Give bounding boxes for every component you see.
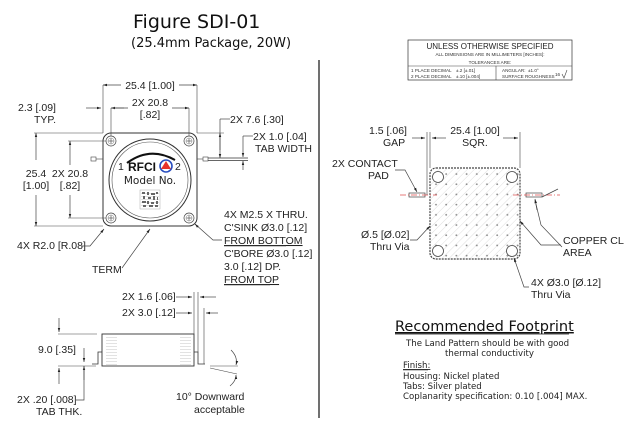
dim-tab-width-2: TAB WIDTH bbox=[255, 143, 312, 155]
dim-square-2: SQR. bbox=[462, 137, 488, 149]
dim-overall-height-1: 25.4 bbox=[26, 168, 47, 180]
dim-hole-spacing-x-2: [.82] bbox=[140, 109, 161, 121]
port-2-label: 2 bbox=[175, 161, 181, 173]
brand-logo-icon bbox=[159, 159, 173, 173]
dim-corner-radius: 4X R2.0 [R.08] bbox=[17, 240, 86, 252]
hole-note-line-2: C'SINK Ø3.0 [.12] bbox=[224, 222, 307, 234]
dim-hole-spacing-x-1: 2X 20.8 bbox=[132, 97, 168, 109]
dim-tab-width-1: 2X 1.0 [.04] bbox=[253, 131, 307, 143]
model-number-label: Model No. bbox=[124, 175, 176, 187]
tolerance-row-1-label: 1 PLACE DECIMAL bbox=[411, 68, 452, 73]
port-1-label: 1 bbox=[118, 161, 124, 173]
dim-tab-offset-2: TYP. bbox=[34, 114, 56, 126]
finish-label: Finish: bbox=[403, 361, 430, 371]
side-tab-left bbox=[92, 351, 102, 365]
surface-finish-icon bbox=[561, 69, 568, 79]
tolerance-row-1-value: ±.2 [±.01] bbox=[456, 68, 475, 73]
side-view: 2X 1.6 [.06] 2X 3.0 [.12] 9.0 [.35] 2X .… bbox=[17, 291, 245, 418]
footprint-note-2: thermal conductivity bbox=[445, 349, 534, 359]
dim-tab-thk-2: TAB THK. bbox=[36, 406, 82, 418]
footprint-view: 1.5 [.06] GAP 25.4 [1.00] SQR. 2X CONTAC… bbox=[332, 125, 624, 402]
dim-tab-offset-1: 2.3 [.09] bbox=[18, 102, 56, 114]
dim-angle-1: 10° Downward bbox=[176, 391, 245, 403]
tolerance-row-2-label: 2 PLACE DECIMAL bbox=[411, 74, 452, 79]
thread-right bbox=[180, 336, 191, 365]
housing-circle-inner bbox=[111, 141, 189, 219]
finish-item-coplanarity: Coplanarity specification: 0.10 [.004] M… bbox=[403, 392, 587, 402]
housing-circle-outer bbox=[108, 138, 192, 222]
small-via-label-1: Ø.5 [Ø.02] bbox=[361, 229, 410, 241]
dim-overall-height-2: [1.00] bbox=[23, 180, 49, 192]
title-block: UNLESS OTHERWISE SPECIFIED ALL DIMENSION… bbox=[407, 39, 573, 81]
small-via-label-2: Thru Via bbox=[370, 241, 410, 253]
footprint-title: Recommended Footprint bbox=[395, 319, 574, 335]
copper-clad-label-2: AREA bbox=[563, 247, 592, 259]
side-tab-right bbox=[194, 351, 205, 365]
contact-pad-label-1: 2X CONTACT bbox=[332, 158, 398, 170]
hole-note-line-3: FROM BOTTOM bbox=[224, 235, 303, 247]
dim-angle-2: acceptable bbox=[194, 404, 245, 416]
title-block-heading: UNLESS OTHERWISE SPECIFIED bbox=[427, 42, 554, 51]
dim-hole-spacing-y-1: 2X 20.8 bbox=[52, 168, 88, 180]
thru-via-grid bbox=[431, 169, 519, 258]
top-view: 1 RFCI 2 Model No. 25.4 [1.00] 2X 20.8 [… bbox=[17, 80, 312, 286]
tolerance-row-2-value: ±.10 [±.004] bbox=[456, 74, 480, 79]
footprint-note-1: The Land Pattern should be with good bbox=[405, 339, 569, 349]
angular-label: ANGULAR: bbox=[502, 68, 526, 73]
title-block-subheading: ALL DIMENSIONS ARE IN MILLIMETERS [INCHE… bbox=[435, 52, 544, 57]
tolerances-label: TOLERANCES ARE: bbox=[469, 60, 512, 65]
dim-tab-position: 2X 7.6 [.30] bbox=[230, 114, 284, 126]
finish-item-housing: Housing: Nickel plated bbox=[403, 372, 499, 382]
thread-left bbox=[106, 336, 117, 365]
finish-item-tabs: Tabs: Silver plated bbox=[402, 382, 482, 392]
tab-right bbox=[202, 156, 209, 162]
figure-title: Figure SDI-01 bbox=[133, 11, 260, 33]
hole-note-line-6: FROM TOP bbox=[224, 274, 279, 286]
copper-clad-label-1: COPPER CLAD bbox=[563, 235, 624, 247]
dim-tab-thk-1: 2X .20 [.008] bbox=[17, 394, 77, 406]
large-via-label-1: 4X Ø3.0 [Ø.12] bbox=[531, 277, 601, 289]
figure-subtitle: (25.4mm Package, 20W) bbox=[131, 36, 291, 51]
large-via bbox=[506, 171, 518, 183]
brand-logo-text: RFCI bbox=[128, 160, 156, 174]
large-via bbox=[432, 245, 444, 257]
large-via bbox=[432, 171, 444, 183]
term-label: TERM bbox=[92, 264, 122, 276]
tab-left bbox=[90, 156, 97, 162]
side-body bbox=[101, 333, 195, 367]
roughness-value: 16 bbox=[555, 72, 561, 77]
screw-hole-icon bbox=[105, 135, 195, 224]
dim-square-1: 25.4 [1.00] bbox=[450, 125, 500, 137]
dim-tab-gap: 2X 1.6 [.06] bbox=[122, 291, 176, 303]
circulation-arrow-icon bbox=[126, 152, 176, 164]
hole-note-line-5: 3.0 [.12] DP. bbox=[224, 261, 281, 273]
roughness-label: SURFACE ROUGHNESS bbox=[502, 74, 555, 79]
dim-gap-1: 1.5 [.06] bbox=[369, 125, 407, 137]
dim-hole-spacing-y-2: [.82] bbox=[60, 180, 81, 192]
contact-pad-label-2: PAD bbox=[368, 170, 389, 182]
large-via bbox=[506, 245, 518, 257]
dim-overall-width: 25.4 [1.00] bbox=[125, 80, 175, 92]
dim-tab-length: 2X 3.0 [.12] bbox=[122, 307, 176, 319]
qr-code-icon bbox=[139, 189, 161, 210]
dim-height: 9.0 [.35] bbox=[38, 344, 76, 356]
hole-note-line-1: 4X M2.5 X THRU. bbox=[224, 209, 308, 221]
angular-value: ±1.0° bbox=[528, 68, 539, 73]
large-via-label-2: Thru Via bbox=[531, 289, 571, 301]
dim-gap-2: GAP bbox=[383, 137, 405, 149]
hole-note-line-4: C'BORE Ø3.0 [.12] bbox=[224, 248, 312, 260]
